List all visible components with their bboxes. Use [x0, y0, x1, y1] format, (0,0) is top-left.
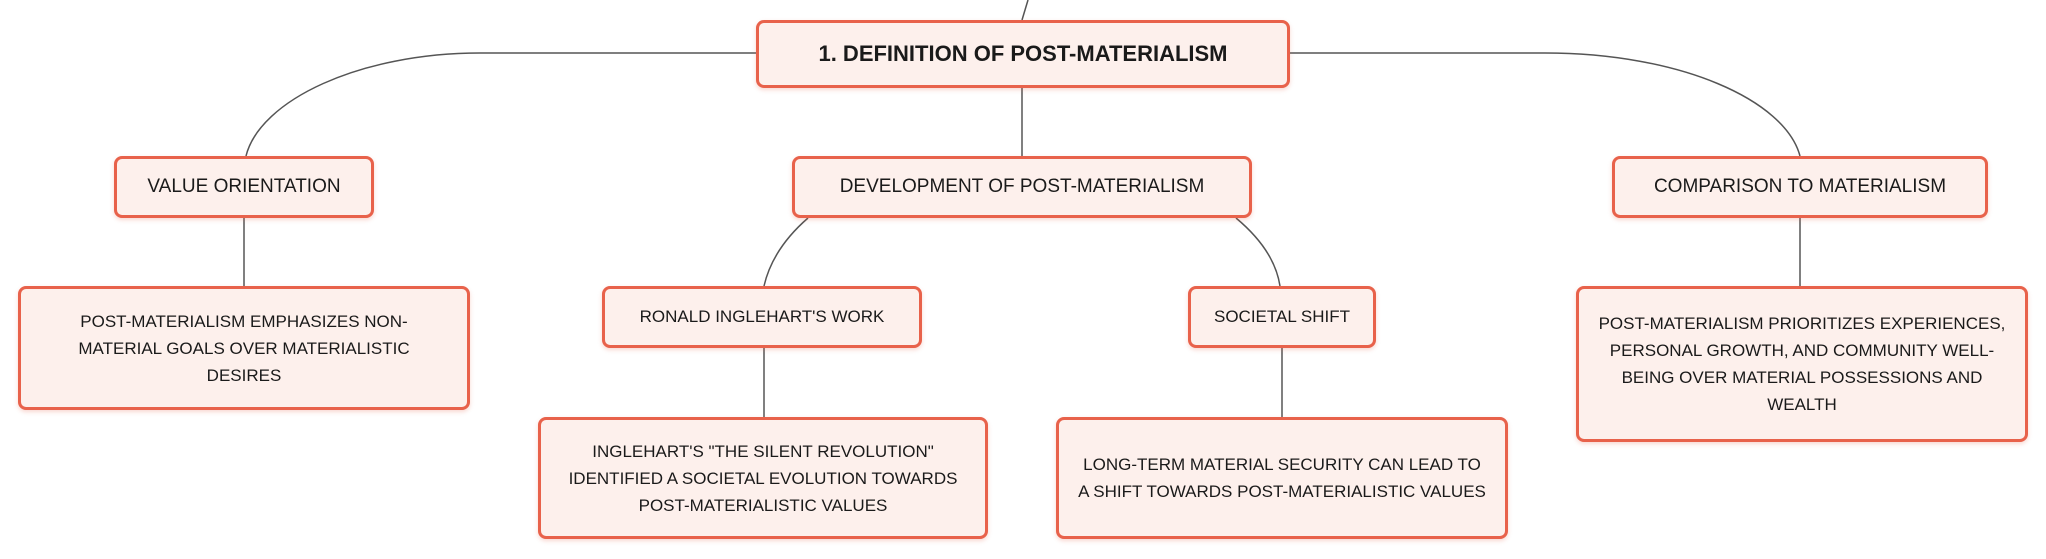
comparison-detail-node[interactable]: POST-MATERIALISM PRIORITIZES EXPERIENCES…	[1576, 286, 2028, 442]
societal-shift-detail: LONG-TERM MATERIAL SECURITY CAN LEAD TO …	[1078, 455, 1486, 501]
development-label: DEVELOPMENT OF POST-MATERIALISM	[839, 176, 1205, 197]
comparison-node[interactable]: COMPARISON TO MATERIALISM	[1612, 156, 1988, 218]
inglehart-detail-node[interactable]: INGLEHART'S "THE SILENT REVOLUTION" IDEN…	[538, 417, 988, 539]
value-orientation-detail-node[interactable]: POST-MATERIALISM EMPHASIZES NON-MATERIAL…	[18, 286, 470, 410]
connector-root-comparison	[1290, 52, 1801, 157]
societal-shift-detail-node[interactable]: LONG-TERM MATERIAL SECURITY CAN LEAD TO …	[1056, 417, 1508, 539]
inglehart-label: RONALD INGLEHART'S WORK	[639, 307, 885, 326]
root-node-label: 1. DEFINITION OF POST-MATERIALISM	[818, 41, 1228, 66]
inglehart-detail: INGLEHART'S "THE SILENT REVOLUTION" IDEN…	[568, 441, 958, 515]
comparison-detail: POST-MATERIALISM PRIORITIZES EXPERIENCES…	[1598, 314, 2006, 414]
development-node[interactable]: DEVELOPMENT OF POST-MATERIALISM	[792, 156, 1252, 218]
inglehart-node[interactable]: RONALD INGLEHART'S WORK	[602, 286, 922, 348]
comparison-label: COMPARISON TO MATERIALISM	[1653, 176, 1947, 197]
value-orientation-detail: POST-MATERIALISM EMPHASIZES NON-MATERIAL…	[78, 311, 410, 385]
societal-shift-label: SOCIETAL SHIFT	[1213, 307, 1351, 326]
connector-root-value-orientation	[245, 52, 756, 157]
connector-development-inglehart	[763, 217, 809, 287]
value-orientation-label: VALUE ORIENTATION	[147, 176, 341, 197]
value-orientation-node[interactable]: VALUE ORIENTATION	[114, 156, 374, 218]
connector-root-parent	[1021, 0, 1029, 21]
root-node[interactable]: 1. DEFINITION OF POST-MATERIALISM	[756, 20, 1290, 88]
societal-shift-node[interactable]: SOCIETAL SHIFT	[1188, 286, 1376, 348]
connector-development-societal-shift	[1235, 217, 1281, 287]
